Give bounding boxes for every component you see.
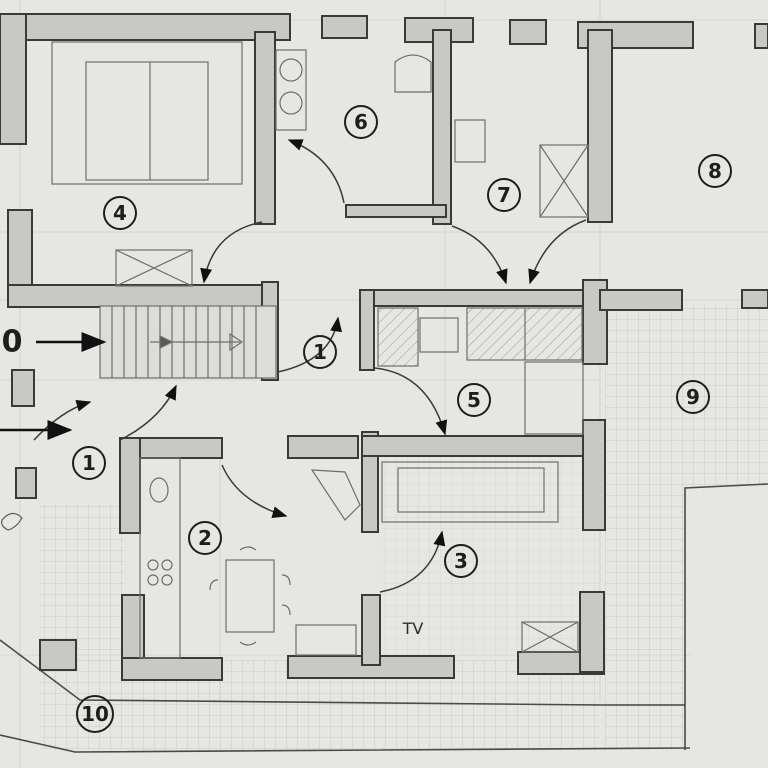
room-label-5: 5 bbox=[457, 383, 491, 417]
room-number: 5 bbox=[467, 388, 481, 412]
room-label-8: 7 8 bbox=[698, 154, 732, 188]
room-label-2: 2 bbox=[188, 521, 222, 555]
entrance-label: 0 bbox=[2, 325, 23, 360]
room-number: 8 bbox=[708, 159, 722, 183]
room-number: 10 bbox=[81, 702, 109, 726]
staircase bbox=[99, 305, 277, 379]
room-number: 4 bbox=[113, 201, 127, 225]
room-label-3: 3 bbox=[444, 544, 478, 578]
furniture bbox=[1, 41, 589, 659]
room-number: 1 bbox=[82, 451, 96, 475]
room-label-6: 6 bbox=[344, 105, 378, 139]
room-number: 6 bbox=[354, 110, 368, 134]
room-label-1-hall: 1 bbox=[303, 335, 337, 369]
room-label-9: 9 bbox=[676, 380, 710, 414]
room-number: 7 bbox=[497, 183, 511, 207]
room-label-4: 4 bbox=[103, 196, 137, 230]
tv-label: TV bbox=[402, 619, 424, 638]
room-number: 9 bbox=[686, 385, 700, 409]
room-labels: 1 1 2 3 4 5 6 7 bbox=[72, 105, 732, 733]
room-label-1-entry: 1 bbox=[72, 446, 106, 480]
door-swings bbox=[33, 139, 587, 593]
room-number: 3 bbox=[454, 549, 468, 573]
entrance-arrows bbox=[0, 332, 107, 440]
room-number: 1 bbox=[313, 340, 327, 364]
room-label-10: 10 bbox=[76, 695, 114, 733]
room-number: 2 bbox=[198, 526, 212, 550]
room-label-7: 7 bbox=[487, 178, 521, 212]
